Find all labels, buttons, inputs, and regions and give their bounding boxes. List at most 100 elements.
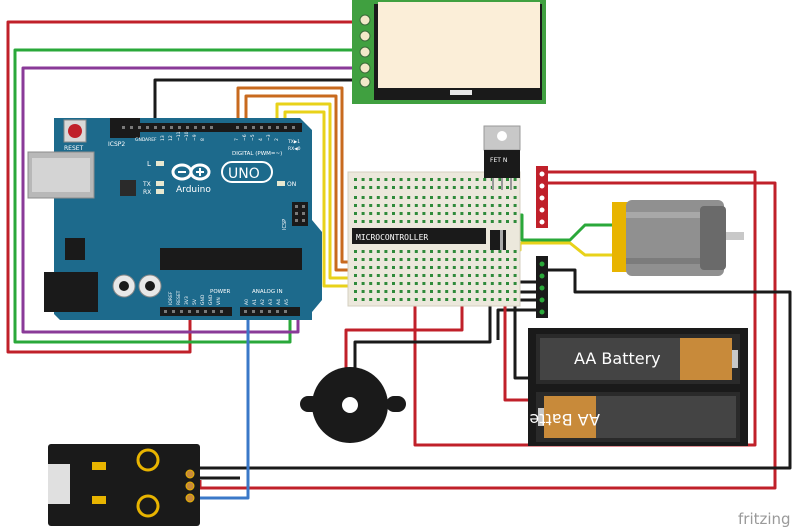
breadboard-hole: [498, 220, 502, 223]
pin-13-label: 13: [160, 135, 166, 141]
breadboard-hole: [354, 178, 357, 181]
breadboard-hole: [384, 282, 388, 285]
breadboard-hole: [460, 186, 464, 189]
breadboard-hole: [452, 282, 456, 285]
led-rx-label: RX: [143, 189, 151, 196]
breadboard-hole: [407, 186, 411, 189]
breadboard-hole: [422, 186, 426, 189]
on-led-label: ON: [287, 181, 296, 188]
pin-6-label: ~6: [242, 134, 248, 141]
breadboard-hole: [468, 212, 471, 215]
breadboard-hole: [407, 220, 411, 223]
wire-green-motor: [516, 213, 615, 242]
lcd-tab: [450, 90, 472, 95]
breadboard-hole: [430, 258, 433, 261]
breadboard-hole: [445, 212, 449, 215]
breadboard-hole: [354, 220, 357, 223]
breadboard-hole: [399, 258, 403, 261]
breadboard-hole: [430, 212, 433, 215]
breadboard-hole: [399, 178, 403, 181]
breadboard-hole: [475, 178, 479, 181]
breadboard-hole: [513, 196, 517, 199]
breadboard-hole: [354, 266, 357, 269]
breadboard-hole: [361, 220, 365, 223]
breadboard-hole: [422, 204, 426, 207]
breadboard-hole: [376, 282, 380, 285]
breadboard-hole: [422, 250, 426, 253]
breadboard-hole: [452, 258, 456, 261]
microcontroller-label: MICROCONTROLLER: [356, 233, 428, 242]
breadboard-hole: [407, 282, 411, 285]
breadboard-hole: [468, 178, 471, 181]
breadboard-hole: [354, 212, 357, 215]
breadboard-hole: [392, 250, 395, 253]
breadboard-hole: [437, 298, 441, 301]
breadboard-hole: [392, 258, 395, 261]
wire-black-header-4: [513, 298, 540, 380]
wire-yellow-motor: [516, 241, 615, 257]
breadboard-hole: [384, 212, 388, 215]
breadboard-hole: [498, 282, 502, 285]
breadboard-hole: [376, 258, 380, 261]
pin-5-label: ~5: [250, 134, 256, 141]
breadboard-hole: [445, 220, 449, 223]
breadboard-hole: [475, 266, 479, 269]
led-rx: [156, 189, 164, 194]
breadboard-hole: [460, 196, 464, 199]
breadboard-hole: [437, 282, 441, 285]
battery-label-1: AA Battery: [574, 349, 661, 368]
breadboard-hole: [422, 298, 426, 301]
battery-label-2: AA Battery: [513, 410, 600, 429]
breadboard-hole: [437, 186, 441, 189]
led-tx-label: TX: [142, 181, 151, 188]
breadboard-hole: [468, 290, 471, 293]
breadboard-hole: [475, 196, 479, 199]
pin-4-label: 4: [258, 138, 264, 141]
breadboard-hole: [414, 258, 418, 261]
breadboard-hole: [430, 186, 433, 189]
breadboard-hole: [376, 212, 380, 215]
breadboard-hole: [475, 258, 479, 261]
breadboard-hole: [460, 266, 464, 269]
diode: [490, 230, 506, 250]
breadboard-hole: [414, 212, 418, 215]
breadboard-hole: [407, 212, 411, 215]
breadboard-hole: [460, 178, 464, 181]
breadboard-hole: [369, 266, 373, 269]
breadboard-hole: [384, 178, 388, 181]
breadboard-hole: [513, 250, 517, 253]
breadboard-hole: [430, 298, 433, 301]
breadboard-hole: [452, 266, 456, 269]
breadboard-hole: [437, 178, 441, 181]
breadboard-hole: [475, 186, 479, 189]
microcontroller-chip: [352, 228, 486, 244]
pin-a0-label: A0: [244, 299, 250, 305]
breadboard-hole: [361, 196, 365, 199]
breadboard-hole: [384, 250, 388, 253]
breadboard-hole: [483, 258, 487, 261]
breadboard-hole: [475, 282, 479, 285]
breadboard-hole: [399, 204, 403, 207]
digital-header-2: [232, 123, 302, 132]
pin-a5-label: A5: [284, 299, 290, 305]
breadboard-hole: [392, 204, 395, 207]
breadboard-hole: [445, 204, 449, 207]
breadboard-hole: [468, 220, 471, 223]
breadboard-hole: [407, 250, 411, 253]
breadboard-hole: [369, 204, 373, 207]
breadboard-hole: [354, 204, 357, 207]
breadboard-hole: [513, 204, 517, 207]
battery-holder: AA Battery AA Battery: [513, 328, 748, 446]
pin-gnd1-label: GND: [200, 294, 206, 305]
sensor-pcb: [48, 444, 200, 526]
pin-gnd-label: GND: [135, 137, 146, 143]
power-label: POWER: [210, 289, 231, 295]
wire-black-header-5: [496, 308, 540, 340]
dc-motor: [612, 200, 744, 276]
arduino-uno-board: RESET ICSP2 AREF GND DIGITAL (PWM=~) TX▶…: [27, 118, 322, 320]
breadboard-hole: [414, 220, 418, 223]
breadboard-hole: [483, 282, 487, 285]
breadboard-hole: [475, 204, 479, 207]
breadboard-hole: [498, 196, 502, 199]
breadboard-hole: [407, 258, 411, 261]
